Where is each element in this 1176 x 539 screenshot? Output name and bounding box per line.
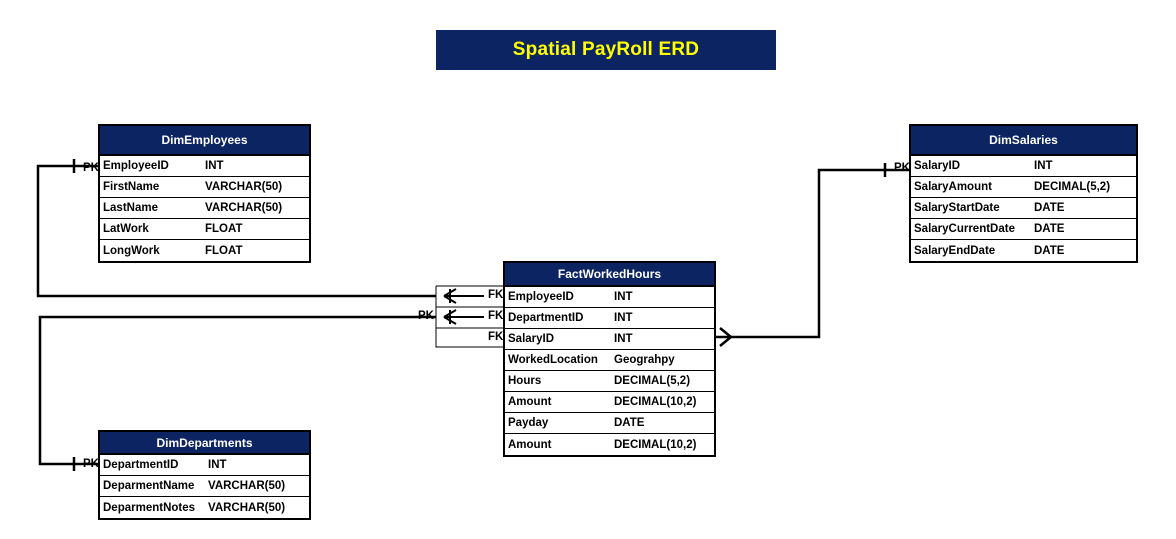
column-type: INT bbox=[208, 459, 227, 471]
fk-box-outline bbox=[435, 285, 504, 348]
column-name: DepartmentID bbox=[103, 459, 179, 471]
dim-departments-table: DimDepartments DepartmentID INT Deparment… bbox=[98, 430, 311, 520]
column-name: SalaryStartDate bbox=[914, 202, 1000, 214]
column-name: SalaryID bbox=[914, 160, 961, 172]
column-type: DATE bbox=[1034, 223, 1065, 235]
column-type: INT bbox=[614, 291, 633, 303]
dim-salaries-table: DimSalaries SalaryID INT SalaryAmount DECI… bbox=[909, 124, 1138, 263]
column-name: Amount bbox=[508, 438, 552, 451]
departments-fk-crowfoot bbox=[443, 309, 484, 325]
table-row: DeparmentName VARCHAR(50) bbox=[100, 476, 309, 497]
table-header: FactWorkedHours bbox=[505, 263, 714, 287]
column-name: SalaryCurrentDate bbox=[914, 223, 1015, 235]
table-row: DepartmentID INT bbox=[505, 308, 714, 329]
column-name: LatWork bbox=[103, 223, 149, 235]
table-row: LongWork FLOAT bbox=[100, 240, 309, 261]
table-row: SalaryEndDate DATE bbox=[911, 240, 1136, 261]
column-name: SalaryID bbox=[508, 333, 555, 345]
column-type: DATE bbox=[1034, 202, 1065, 214]
column-type: VARCHAR(50) bbox=[205, 181, 283, 193]
table-header: DimDepartments bbox=[100, 432, 309, 455]
table-row: Amount DECIMAL(10,2) bbox=[505, 392, 714, 413]
column-name: SalaryAmount bbox=[914, 181, 992, 193]
employees-pk-label: PK bbox=[83, 162, 99, 174]
column-type: Geograhpy bbox=[614, 354, 675, 366]
column-name: LastName bbox=[103, 202, 158, 214]
fact-employee-fk-label: FK bbox=[488, 289, 504, 301]
table-row: LatWork FLOAT bbox=[100, 219, 309, 240]
departments-relationship-line bbox=[38, 315, 436, 466]
column-type: FLOAT bbox=[205, 223, 243, 235]
column-name: Hours bbox=[508, 375, 542, 387]
table-row: DepartmentID INT bbox=[100, 455, 309, 476]
column-type: DECIMAL(10,2) bbox=[614, 396, 697, 408]
table-row: SalaryStartDate DATE bbox=[911, 198, 1136, 219]
column-type: DECIMAL(10,2) bbox=[614, 438, 697, 451]
table-row: Amount DECIMAL(10,2) bbox=[505, 434, 714, 455]
table-row: EmployeeID INT bbox=[505, 287, 714, 308]
column-name: EmployeeID bbox=[103, 160, 169, 172]
column-type: VARCHAR(50) bbox=[208, 501, 286, 514]
column-type: VARCHAR(50) bbox=[208, 480, 286, 492]
departments-pk-label: PK bbox=[83, 458, 99, 470]
column-name: EmployeeID bbox=[508, 291, 574, 303]
table-row: SalaryID INT bbox=[911, 156, 1136, 177]
table-row: EmployeeID INT bbox=[100, 156, 309, 177]
column-type: INT bbox=[205, 160, 224, 172]
table-row: SalaryID INT bbox=[505, 329, 714, 350]
column-name: LongWork bbox=[103, 244, 160, 257]
column-type: FLOAT bbox=[205, 244, 243, 257]
salaries-relationship-line bbox=[714, 168, 909, 339]
fact-worked-hours-table: FactWorkedHours EmployeeID INT Department… bbox=[503, 261, 716, 457]
table-header: DimEmployees bbox=[100, 126, 309, 156]
table-header: DimSalaries bbox=[911, 126, 1136, 156]
column-type: DECIMAL(5,2) bbox=[614, 375, 691, 387]
fact-salary-fk-label: FK bbox=[488, 331, 504, 343]
column-type: DATE bbox=[1034, 244, 1065, 257]
table-row: SalaryAmount DECIMAL(5,2) bbox=[911, 177, 1136, 198]
column-name: DeparmentName bbox=[103, 480, 195, 492]
salaries-fk-crowfoot bbox=[719, 327, 733, 347]
fact-department-fk-label: FK bbox=[488, 310, 504, 322]
table-row: WorkedLocation Geograhpy bbox=[505, 350, 714, 371]
column-name: FirstName bbox=[103, 181, 160, 193]
column-type: DECIMAL(5,2) bbox=[1034, 181, 1111, 193]
table-row: Payday DATE bbox=[505, 413, 714, 434]
fact-side-pk-label: PK bbox=[418, 310, 434, 322]
employees-relationship-line bbox=[36, 164, 436, 298]
table-row: DeparmentNotes VARCHAR(50) bbox=[100, 497, 309, 518]
column-name: SalaryEndDate bbox=[914, 244, 996, 257]
employees-fk-crowfoot bbox=[443, 288, 484, 304]
table-row: LastName VARCHAR(50) bbox=[100, 198, 309, 219]
column-type: DATE bbox=[614, 417, 645, 429]
column-name: WorkedLocation bbox=[508, 354, 598, 366]
table-row: FirstName VARCHAR(50) bbox=[100, 177, 309, 198]
column-name: DeparmentNotes bbox=[103, 501, 196, 514]
column-type: INT bbox=[1034, 160, 1053, 172]
table-row: Hours DECIMAL(5,2) bbox=[505, 371, 714, 392]
column-name: DepartmentID bbox=[508, 312, 584, 324]
column-type: INT bbox=[614, 312, 633, 324]
column-name: Payday bbox=[508, 417, 549, 429]
table-row: SalaryCurrentDate DATE bbox=[911, 219, 1136, 240]
salaries-pk-label: PK bbox=[894, 162, 910, 174]
column-type: INT bbox=[614, 333, 633, 345]
column-name: Amount bbox=[508, 396, 552, 408]
column-type: VARCHAR(50) bbox=[205, 202, 283, 214]
diagram-title: Spatial PayRoll ERD bbox=[436, 30, 776, 70]
